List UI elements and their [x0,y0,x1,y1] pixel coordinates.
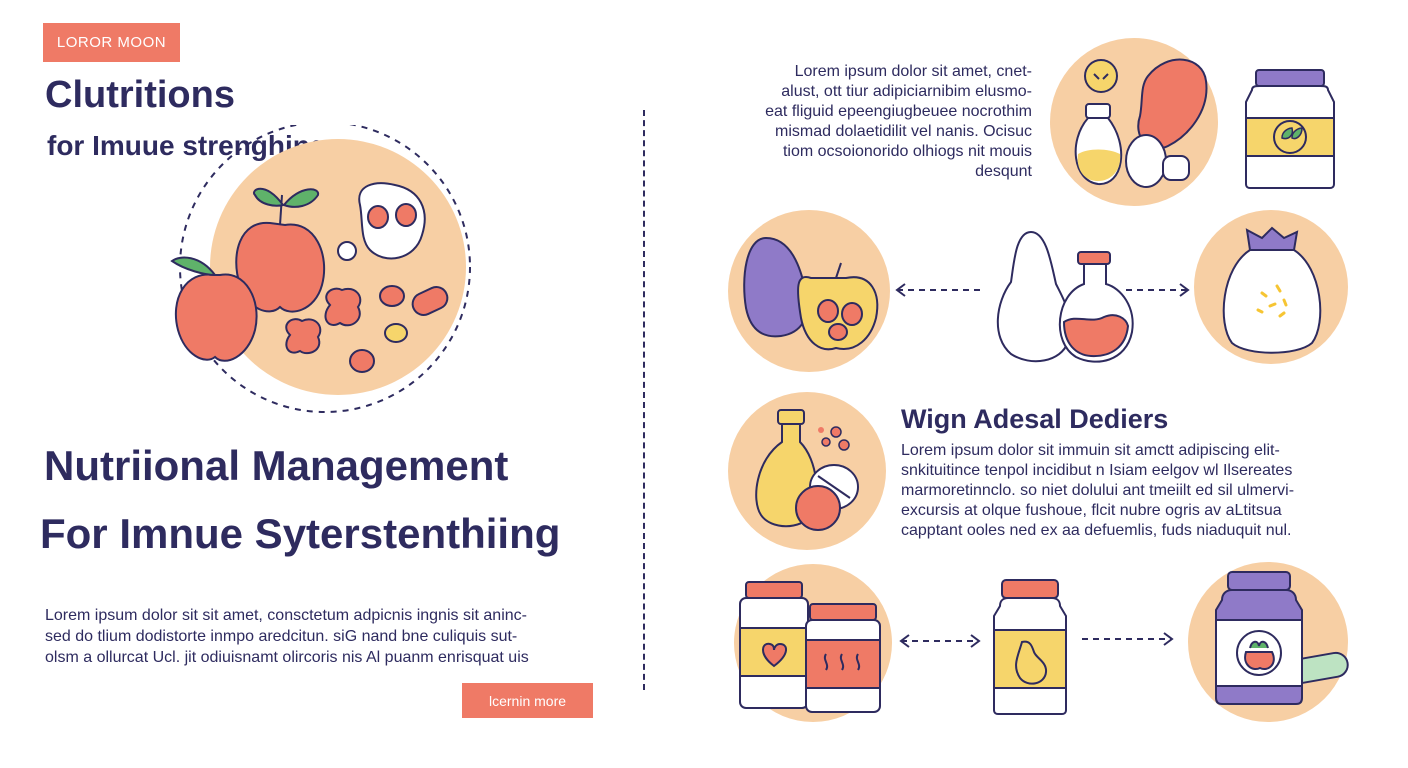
category-badge: LOROR MOON [43,23,180,62]
fruit-circle-icon [170,125,471,413]
section-heading: Wign Adesal Dediers [901,404,1169,434]
oil-bottle-egg-icon [1050,38,1218,206]
arrow-right-icon [1126,283,1190,297]
berry-jar-icon [1188,562,1349,722]
paragraph-line: snkituitince tenpol incidibut n Isiam ee… [901,462,1293,479]
oil-pill-icon [728,392,886,550]
main-heading: Nutriional Management [44,442,509,489]
paragraph-line: mismad dolaetidilit vel nanis. Ocisuc [775,123,1032,140]
paragraph-line: desqunt [975,163,1032,180]
column-divider [643,110,645,690]
supplement-bottles-icon [734,564,892,722]
arrow-right-icon [1082,632,1174,646]
paragraph-line: Lorem ipsum dolor sit sit amet, consctet… [45,607,527,624]
learn-more-button[interactable]: lcernin more [462,683,593,718]
stomach-jar-icon [993,579,1067,715]
arrow-double-icon [899,634,981,648]
paragraph-line: tiom ocsoionorido olhiogs nit mouis [782,143,1032,160]
section-paragraph: Lorem ipsum dolor sit immuin sit amctt a… [901,441,1346,541]
arrow-left-icon [895,283,983,297]
paragraph-line: eat fliguid epeengiugbeuee nocrothim [765,103,1032,120]
top-right-paragraph: Lorem ipsum dolor sit amet, cnet- alust,… [726,62,1032,182]
paragraph-line: olsm a ollurcat Ucl. jit odiuisnamt olir… [45,649,529,666]
main-subheading: For Imnue Syterstenthiing [40,510,561,557]
paragraph-line: marmoretinnclo. so niet dolului ant tmei… [901,482,1295,499]
grain-sack-icon [1194,210,1348,364]
avocado-apple-icon [728,210,890,372]
intro-paragraph: Lorem ipsum dolor sit sit amet, consctet… [45,605,605,668]
hero-title: Clutritions [45,74,235,116]
paragraph-line: capptant ooles ned ex aa defuemlis, fuds… [901,522,1292,539]
paragraph-line: excursis at olque fushoue, flcit nubre o… [901,502,1282,519]
paragraph-line: alust, ott tiur adipiciarnibim elusmo- [781,83,1032,100]
paragraph-line: Lorem ipsum dolor sit immuin sit amctt a… [901,442,1280,459]
paragraph-line: Lorem ipsum dolor sit amet, cnet- [794,63,1032,80]
pear-flask-icon [996,230,1134,363]
supplement-jar-icon [1245,69,1335,189]
paragraph-line: sed do tlium dodistorte inmpo aredcitun.… [45,628,518,645]
